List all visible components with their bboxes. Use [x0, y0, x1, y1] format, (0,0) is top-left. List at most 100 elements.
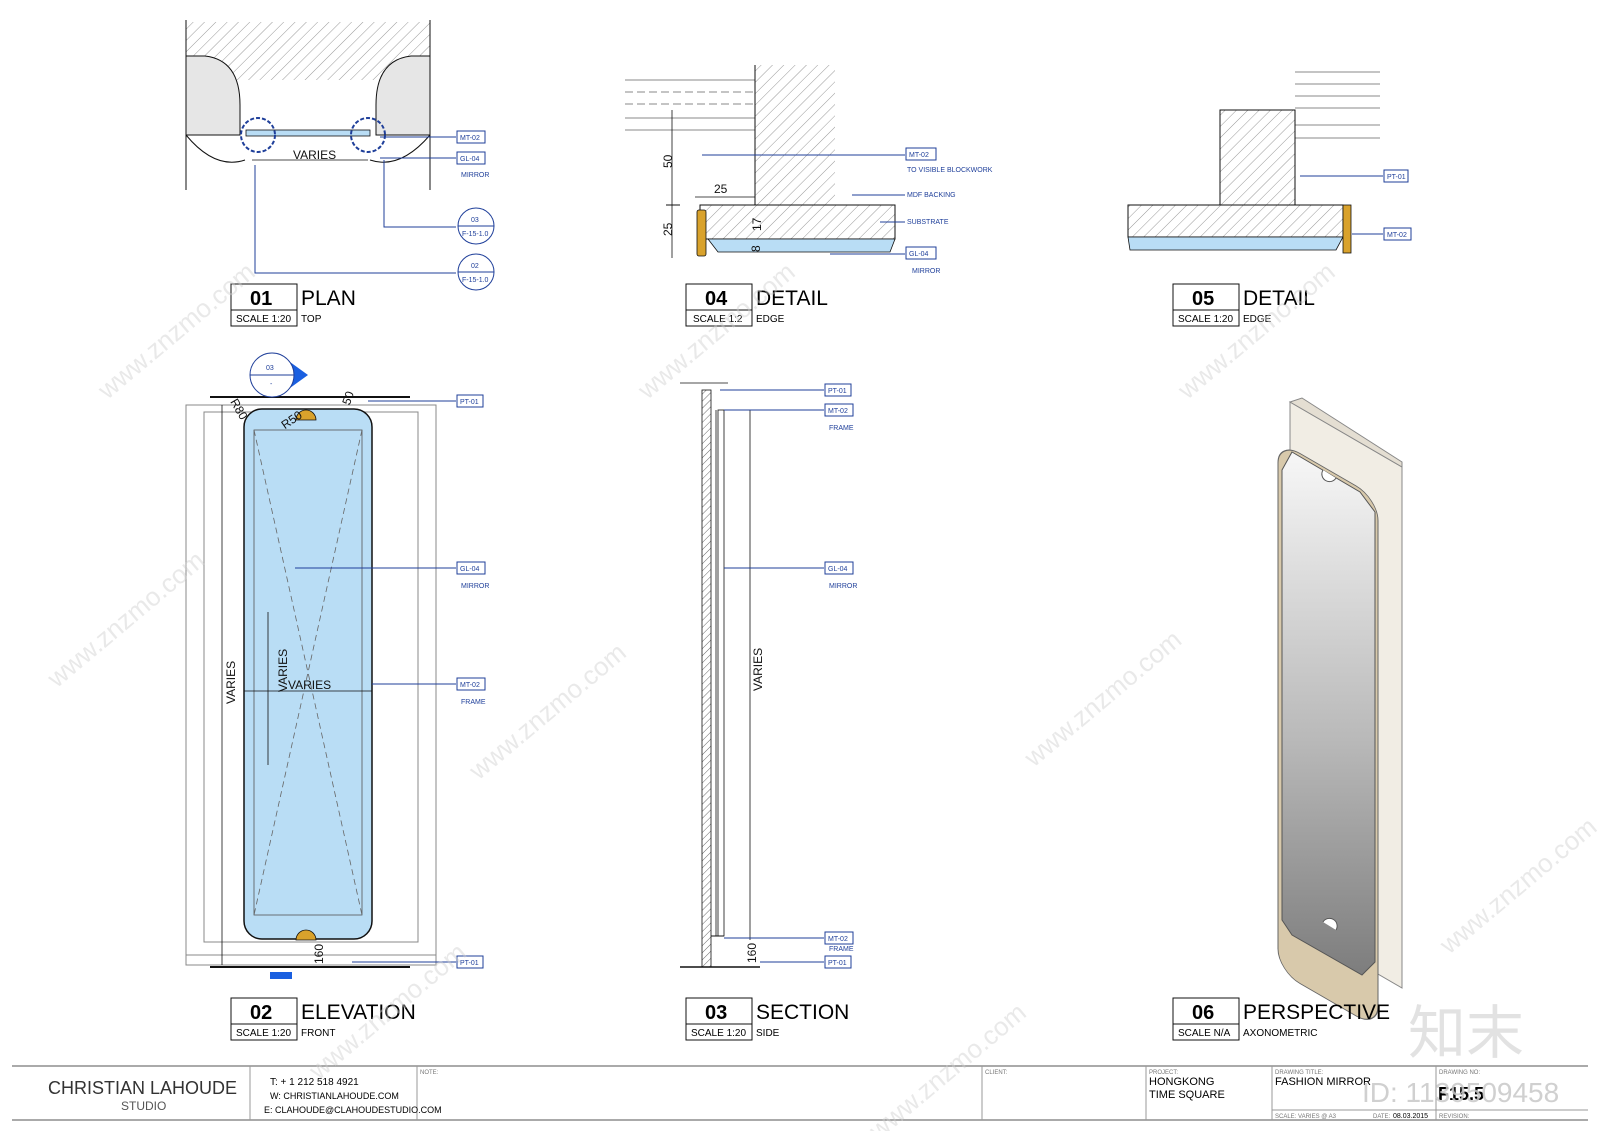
project-label: PROJECT:: [1149, 1070, 1178, 1076]
elevation-dim-varies-inner: VARIES: [276, 649, 290, 692]
view-05-subtitle: EDGE: [1243, 314, 1272, 325]
drawing-number-label: DRAWING NO:: [1439, 1070, 1480, 1076]
watermark-tile-5: www.znzmo.com: [462, 637, 631, 786]
watermark-tile-1: www.znzmo.com: [91, 256, 260, 405]
view-04-subtitle: EDGE: [756, 314, 785, 325]
drawing-number: F15.5: [1438, 1084, 1484, 1104]
plan-tag-gl04: GL-04: [460, 156, 480, 163]
title-block: CHRISTIAN LAHOUDE STUDIO T: + 1 212 518 …: [12, 1065, 1588, 1121]
studio-website: W: CHRISTIANLAHOUDE.COM: [270, 1091, 399, 1101]
watermark-tile-6: www.znzmo.com: [1018, 624, 1187, 773]
client-label: CLIENT:: [985, 1070, 1008, 1076]
view-06-scale: SCALE N/A: [1178, 1028, 1231, 1039]
view-03-number: 03: [705, 1002, 727, 1024]
view-label-04: 04 SCALE 1:2 DETAIL EDGE: [685, 283, 828, 327]
elevation-tag-gl04: GL-04: [460, 566, 480, 573]
section-tag-mt02: MT-02: [828, 408, 848, 415]
view-01-subtitle: TOP: [301, 314, 322, 325]
elevation-tag-pt01: PT-01: [460, 399, 479, 406]
view-03-scale: SCALE 1:20: [691, 1028, 746, 1039]
view-01-number: 01: [250, 288, 272, 310]
elevation-dim-varies-height: VARIES: [224, 661, 238, 704]
plan-section-ref-2: 02 F-15-1.0: [457, 253, 495, 291]
plan-ref1-bottom: F-15-1.0: [462, 231, 489, 238]
project-line-2: TIME SQUARE: [1149, 1089, 1225, 1101]
elevation-dim-160: 160: [312, 944, 326, 964]
studio-subtitle: STUDIO: [121, 1099, 166, 1113]
detail04-note-mdf-backing: MDF BACKING: [907, 192, 956, 199]
view-04-scale: SCALE 1:2: [693, 314, 743, 325]
watermark-tile-8: www.znzmo.com: [862, 997, 1031, 1131]
view-02-number: 02: [250, 1002, 272, 1024]
detail04-dim-50: 50: [661, 154, 675, 168]
view-06-title: PERSPECTIVE: [1243, 1001, 1390, 1024]
watermark-tile-3: www.znzmo.com: [1171, 256, 1340, 405]
view-02-title: ELEVATION: [301, 1001, 416, 1024]
section-note-frame: FRAME: [829, 425, 854, 432]
view-05-scale: SCALE 1:20: [1178, 314, 1233, 325]
scale-label: SCALE: VARIES @ A3: [1275, 1114, 1337, 1120]
view-label-03: 03 SCALE 1:20 SECTION SIDE: [685, 997, 849, 1041]
watermark-tile-4: www.znzmo.com: [41, 545, 210, 694]
detail-05-view: PT-01 MT-02: [1127, 71, 1412, 254]
plan-view: VARIES MT-02 GL-04 MIRROR 03 F-15-1.0 02…: [185, 20, 495, 291]
elevation-ref-bottom: -: [270, 381, 273, 388]
plan-ref2-bottom: F-15-1.0: [462, 277, 489, 284]
view-03-subtitle: SIDE: [756, 1028, 780, 1039]
plan-ref2-top: 02: [471, 263, 479, 270]
view-06-number: 06: [1192, 1002, 1214, 1024]
studio-name: CHRISTIAN LAHOUDE: [48, 1078, 237, 1098]
elevation-dim-varies-width: VARIES: [288, 678, 331, 692]
project-line-1: HONGKONG: [1149, 1076, 1214, 1088]
section-tag-pt01-bottom: PT-01: [828, 960, 847, 967]
plan-note-mirror: MIRROR: [461, 172, 489, 179]
perspective-view: [1277, 397, 1403, 1020]
view-label-01: 01 SCALE 1:20 PLAN TOP: [230, 283, 356, 327]
view-label-05: 05 SCALE 1:20 DETAIL EDGE: [1172, 283, 1315, 327]
studio-email: E: CLAHOUDE@CLAHOUDESTUDIO.COM: [264, 1105, 442, 1115]
detail04-note-substrate: SUBSTRATE: [907, 219, 949, 226]
section-dim-160: 160: [745, 943, 759, 963]
watermark-logo: 知末: [1408, 1001, 1524, 1066]
view-02-scale: SCALE 1:20: [236, 1028, 291, 1039]
detail05-tag-mt02: MT-02: [1387, 232, 1407, 239]
elevation-dim-50: 50: [339, 389, 357, 407]
view-01-scale: SCALE 1:20: [236, 314, 291, 325]
elevation-tag-mt02: MT-02: [460, 682, 480, 689]
watermark-id: ID: 1139509458: [1362, 1077, 1559, 1108]
section-tag-mt02-bottom: MT-02: [828, 936, 848, 943]
drawing-title: FASHION MIRROR: [1275, 1076, 1371, 1088]
watermark-tile-9: www.znzmo.com: [1433, 811, 1600, 960]
section-note-frame-bottom: FRAME: [829, 946, 854, 953]
detail04-note-blockwork: TO VISIBLE BLOCKWORK: [907, 167, 993, 174]
section-dim-varies: VARIES: [751, 648, 765, 691]
view-06-subtitle: AXONOMETRIC: [1243, 1028, 1317, 1039]
elevation-ref-top: 03: [266, 365, 274, 372]
elevation-section-ref: 03 -: [249, 352, 308, 398]
view-02-subtitle: FRONT: [301, 1028, 335, 1039]
studio-phone: T: + 1 212 518 4921: [270, 1077, 359, 1088]
elevation-note-mirror: MIRROR: [461, 583, 489, 590]
view-05-number: 05: [1192, 288, 1214, 310]
section-tag-gl04: GL-04: [828, 566, 848, 573]
plan-varies-dimension: VARIES: [293, 148, 336, 162]
plan-ref1-top: 03: [471, 217, 479, 224]
detail04-dim-25-horizontal: 25: [714, 182, 728, 196]
view-label-06: 06 SCALE N/A PERSPECTIVE AXONOMETRIC: [1172, 997, 1390, 1041]
revision-label: REVISION:: [1439, 1114, 1470, 1120]
elevation-tag-pt01-bottom: PT-01: [460, 960, 479, 967]
elevation-note-frame: FRAME: [461, 699, 486, 706]
view-04-title: DETAIL: [756, 287, 828, 310]
detail04-tag-gl04: GL-04: [909, 251, 929, 258]
view-04-number: 04: [705, 288, 728, 310]
detail04-dim-17: 17: [750, 217, 764, 231]
section-view: VARIES 160 PT-01 MT-02 FRAME GL-04 MIRRO…: [680, 382, 857, 969]
detail04-tag-mt02: MT-02: [909, 152, 929, 159]
section-note-mirror: MIRROR: [829, 583, 857, 590]
note-label: NOTE:: [420, 1070, 439, 1076]
detail04-note-mirror: MIRROR: [912, 268, 940, 275]
section-tag-pt01: PT-01: [828, 388, 847, 395]
elevation-view: VARIES VARIES VARIES R80 R50 50 160 03 -…: [185, 352, 489, 979]
detail05-tag-pt01: PT-01: [1387, 174, 1406, 181]
